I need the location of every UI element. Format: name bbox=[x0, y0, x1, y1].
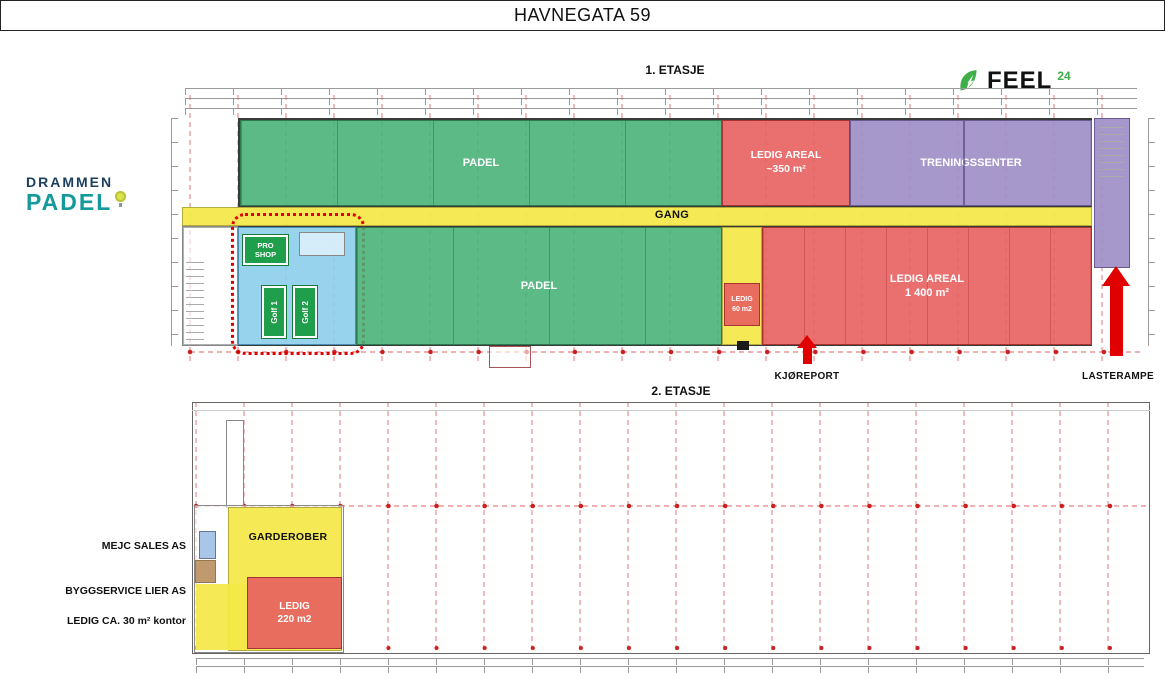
stairs-hatch bbox=[186, 262, 204, 342]
stairs-hatch bbox=[1100, 127, 1124, 182]
zone-padel-top: PADEL bbox=[240, 120, 722, 206]
lasterampe-label: LASTERAMPE bbox=[1082, 371, 1154, 382]
kjoreport-arrow-icon bbox=[797, 335, 817, 364]
zone-stairwell-strip bbox=[1094, 118, 1130, 268]
highlight-dotted-outline bbox=[231, 213, 365, 355]
drammen-wordmark: DRAMMEN bbox=[26, 174, 114, 190]
zone-label: 60 m2 bbox=[732, 305, 752, 313]
floor1-protrusion bbox=[489, 346, 531, 368]
floor2-outline bbox=[192, 402, 1150, 654]
zone-label: LEDIG AREAL bbox=[750, 149, 822, 162]
zone-label: 220 m2 bbox=[277, 614, 312, 625]
lasterampe-arrow-icon bbox=[1102, 266, 1130, 356]
zone-treningssenter: TRENINGSSENTER bbox=[850, 120, 1092, 206]
dimension-ticks-vertical bbox=[171, 118, 178, 346]
byggservice-label: BYGGSERVICE LIER AS bbox=[65, 585, 186, 597]
zone-ledig-350: LEDIG AREAL ~350 m² bbox=[722, 120, 850, 206]
zone-label: ~350 m² bbox=[766, 163, 806, 175]
zone-label: LEDIG AREAL bbox=[889, 272, 965, 285]
zone-ledig-220: LEDIG 220 m2 bbox=[247, 577, 342, 649]
zone-mejc-office bbox=[199, 531, 216, 559]
zone-label: PADEL bbox=[462, 156, 500, 169]
zone-label: PRO bbox=[257, 241, 274, 250]
floor2-shaft bbox=[226, 420, 244, 508]
zone-label: LEDIG bbox=[279, 601, 310, 612]
zone-padel-bottom: PADEL bbox=[356, 227, 722, 345]
gridlines-floor2 bbox=[192, 402, 1150, 654]
zone-golf-1: Golf 1 bbox=[262, 286, 286, 338]
floor2-inner-line bbox=[192, 410, 1150, 411]
fixture bbox=[299, 232, 345, 256]
garderober-label: GARDEROBER bbox=[248, 531, 328, 543]
zone-label: TRENINGSSENTER bbox=[920, 156, 1022, 169]
corridor-label: GANG bbox=[654, 209, 690, 221]
feel24-icon bbox=[960, 70, 977, 91]
feel24-sup: 24 bbox=[1057, 69, 1071, 83]
zone-pro-shop: PRO SHOP bbox=[243, 235, 288, 265]
kjoreport-label: KJØREPORT bbox=[774, 371, 840, 382]
lightbulb-icon bbox=[115, 191, 127, 207]
zone-ledig-1400: LEDIG AREAL 1 400 m² bbox=[762, 227, 1092, 345]
floor2-label: 2. ETASJE bbox=[651, 384, 711, 398]
zone-clubhouse bbox=[238, 227, 356, 345]
ledig-kontor-label: LEDIG CA. 30 m² kontor bbox=[66, 615, 186, 627]
padel-wordmark: PADEL bbox=[26, 189, 113, 215]
zone-garderober-extension bbox=[196, 584, 247, 650]
dimension-ticks bbox=[196, 666, 1144, 673]
floor1-label: 1. ETASJE bbox=[645, 63, 705, 77]
mejc-label: MEJC SALES AS bbox=[101, 540, 186, 552]
zone-label: LEDIG bbox=[731, 296, 753, 304]
page-title: HAVNEGATA 59 bbox=[0, 0, 1165, 31]
zone-label: SHOP bbox=[254, 250, 277, 259]
drammen-padel-logo: DRAMMEN PADEL bbox=[26, 174, 127, 215]
zone-golf-2: Golf 2 bbox=[293, 286, 317, 338]
dimension-ticks bbox=[196, 658, 1144, 665]
zone-ledig-60: LEDIG 60 m2 bbox=[724, 283, 760, 326]
zone-label: PADEL bbox=[520, 279, 558, 292]
dimension-ticks-vertical bbox=[1148, 118, 1155, 346]
zone-byggservice-office bbox=[195, 560, 216, 583]
interior-wall bbox=[963, 121, 965, 205]
zone-label: 1 400 m² bbox=[904, 287, 950, 299]
zone-gang-corridor bbox=[182, 207, 1092, 226]
dimension-ticks bbox=[185, 88, 1137, 95]
door-mark bbox=[737, 341, 749, 350]
